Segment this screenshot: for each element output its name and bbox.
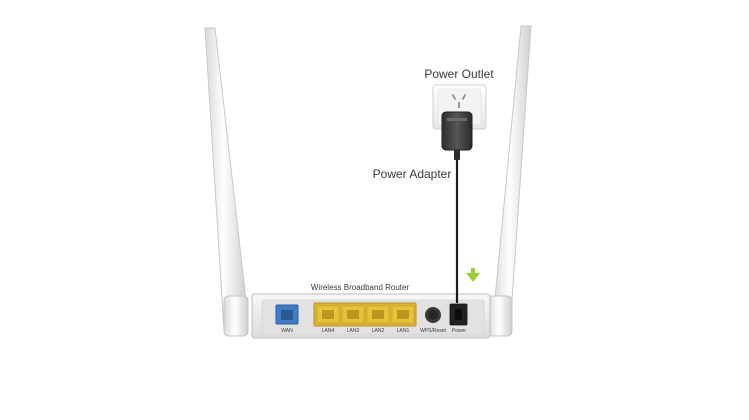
lan4-port[interactable] bbox=[316, 305, 340, 324]
down-arrow-icon bbox=[466, 268, 480, 282]
lan-port-block bbox=[313, 302, 417, 327]
lan4-port-label: LAN4 bbox=[322, 328, 335, 334]
power-jack[interactable] bbox=[449, 303, 468, 326]
wps-reset-label: WPS/Reset bbox=[420, 328, 446, 334]
lan3-port[interactable] bbox=[341, 305, 365, 324]
power-outlet-label: Power Outlet bbox=[424, 67, 494, 81]
lan2-port[interactable] bbox=[366, 305, 390, 324]
power-adapter-label: Power Adapter bbox=[373, 167, 452, 181]
left-antenna-icon bbox=[204, 27, 249, 337]
wps-reset-button[interactable] bbox=[425, 307, 441, 323]
power-jack-label: Power bbox=[452, 328, 467, 334]
lan1-port[interactable] bbox=[391, 305, 415, 324]
right-antenna-icon bbox=[487, 25, 532, 337]
wan-port[interactable] bbox=[275, 304, 299, 325]
adapter-icon bbox=[441, 111, 473, 160]
router-name-label: Wireless Broadband Router bbox=[311, 283, 410, 292]
lan1-port-label: LAN1 bbox=[397, 328, 410, 334]
wan-port-label: WAN bbox=[281, 328, 293, 334]
lan2-port-label: LAN2 bbox=[372, 328, 385, 334]
lan3-port-label: LAN3 bbox=[347, 328, 360, 334]
